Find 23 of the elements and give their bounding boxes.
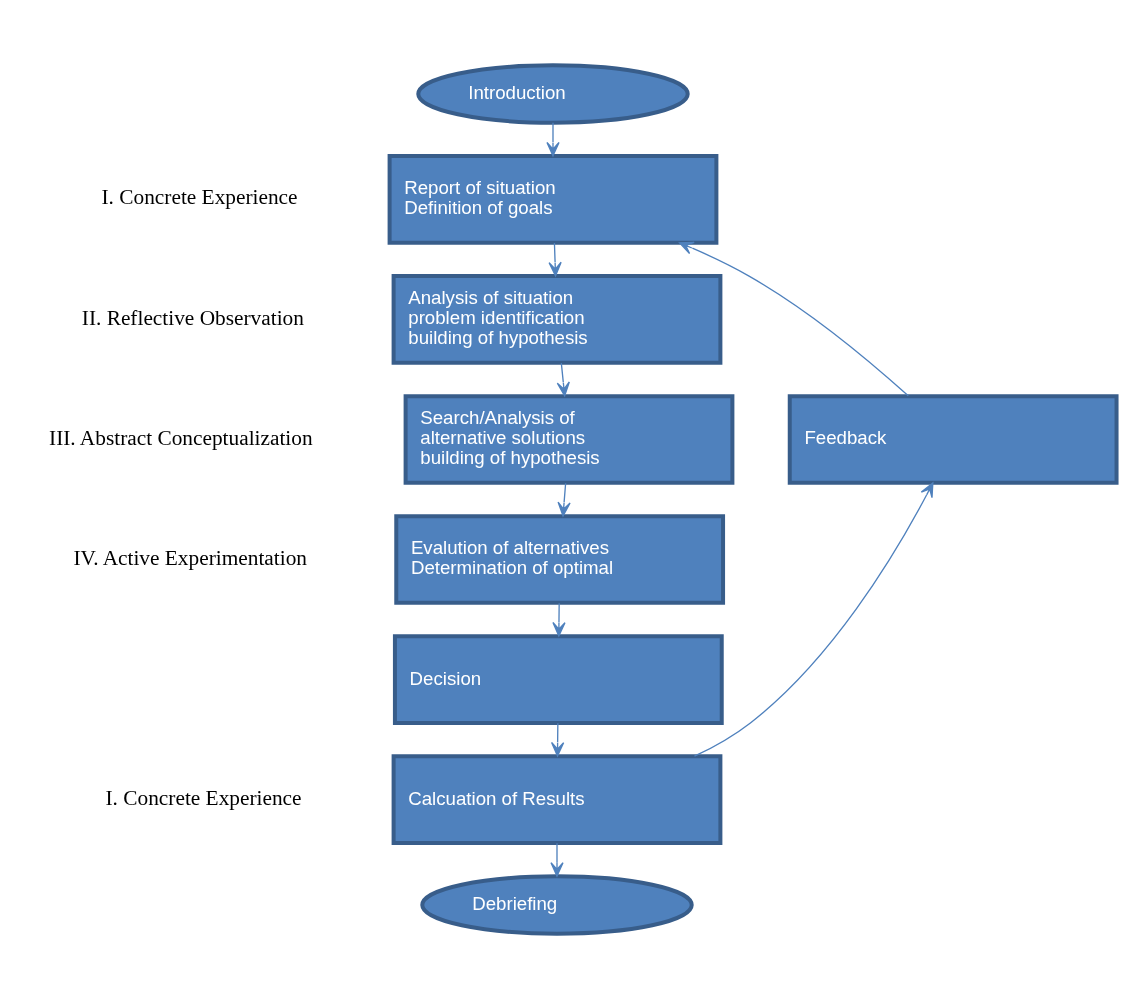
node-ellipse: Debriefing [420, 874, 694, 936]
node-box: Evalution of alternatives Determination of optimal [394, 514, 726, 605]
label: IV. Active Experimentation [73, 545, 307, 570]
arrow [548, 242, 562, 277]
node-box: Search/Analysis of alternative solutions building of hypothesis [403, 394, 735, 485]
node-box: Decision [392, 634, 724, 725]
node-box: Calcuation of Results [391, 754, 723, 845]
label: III. Abstract Conceptualization [49, 425, 313, 450]
arrow [550, 722, 565, 757]
label: I. Concrete Experience [105, 785, 302, 810]
node-ellipse: Introduction [416, 63, 690, 125]
node-box: Report of situation Definition of goals [387, 154, 719, 245]
arrow [546, 122, 560, 157]
arrow [693, 482, 934, 757]
arrow [556, 362, 570, 397]
node-box: Analysis of situation problem identification building of hypothesis [391, 274, 723, 365]
arrow [552, 602, 566, 637]
arrow [550, 842, 564, 877]
node-box: Feedback [787, 394, 1119, 485]
arrow [678, 241, 909, 397]
label: II. Reflective Observation [81, 305, 304, 330]
arrow [557, 482, 571, 517]
label: I. Concrete Experience [101, 185, 298, 210]
